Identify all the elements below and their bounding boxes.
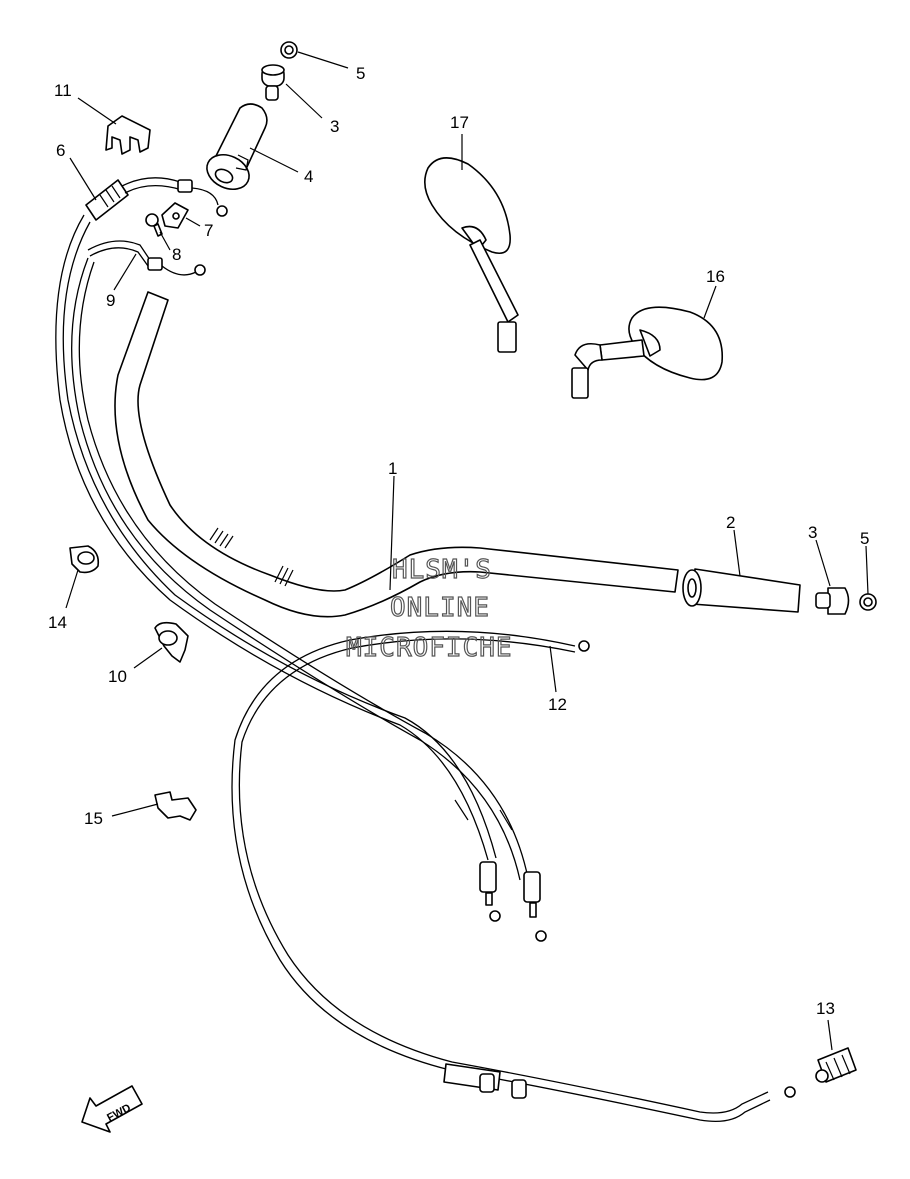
callout-14: 14 <box>48 613 67 632</box>
leader-lines <box>65 51 869 1051</box>
throttle-pulley[interactable] <box>85 177 228 221</box>
end-screw-right[interactable] <box>280 41 298 59</box>
clutch-cable[interactable] <box>231 630 796 1123</box>
callout-9: 9 <box>106 291 115 310</box>
rear-view-mirror-left[interactable] <box>571 306 723 399</box>
watermark-line-1: HLSM'S <box>392 555 492 585</box>
callout-16: 16 <box>706 267 725 286</box>
callout-7: 7 <box>204 221 213 240</box>
wire-clamp[interactable] <box>105 115 151 155</box>
watermark-line-3: MICROFICHE <box>346 633 513 663</box>
fwd-arrow-icon: FWD <box>81 1085 143 1133</box>
cable-holder[interactable] <box>154 621 189 663</box>
callout-labels: 1 2 3 3 4 5 5 6 7 8 9 10 11 12 13 14 15 … <box>48 64 869 1018</box>
right-grip[interactable] <box>201 103 268 196</box>
callout-2: 2 <box>726 513 735 532</box>
grip-end-left[interactable] <box>815 587 850 615</box>
starter-cable[interactable] <box>87 240 206 276</box>
callout-6: 6 <box>56 141 65 160</box>
callout-5: 5 <box>860 529 869 548</box>
cable-clamp[interactable] <box>154 791 197 821</box>
callout-17: 17 <box>450 113 469 132</box>
callout-4: 4 <box>304 167 313 186</box>
callout-10: 10 <box>108 667 127 686</box>
handlebar[interactable] <box>114 291 679 618</box>
callout-12: 12 <box>548 695 567 714</box>
guide-screw[interactable] <box>145 213 163 237</box>
band-clip[interactable] <box>69 545 100 574</box>
callout-11: 11 <box>54 81 72 100</box>
cable-guide-plate[interactable] <box>161 202 189 229</box>
callout-15: 15 <box>84 809 103 828</box>
clutch-switch[interactable] <box>815 1047 857 1083</box>
watermark-line-2: ONLINE <box>390 593 490 623</box>
callout-1: 1 <box>388 459 397 478</box>
callout-13: 13 <box>816 999 835 1018</box>
callout-8: 8 <box>172 245 181 264</box>
callout-3: 3 <box>808 523 817 542</box>
callout-3: 3 <box>330 117 339 136</box>
throttle-cables[interactable] <box>55 214 547 942</box>
left-grip[interactable] <box>682 568 801 613</box>
rear-view-mirror-right[interactable] <box>424 157 519 353</box>
end-screw-left[interactable] <box>859 593 877 611</box>
callout-5: 5 <box>356 64 365 83</box>
watermark: HLSM'S ONLINE MICROFICHE <box>345 554 513 663</box>
grip-end-right[interactable] <box>261 64 285 101</box>
